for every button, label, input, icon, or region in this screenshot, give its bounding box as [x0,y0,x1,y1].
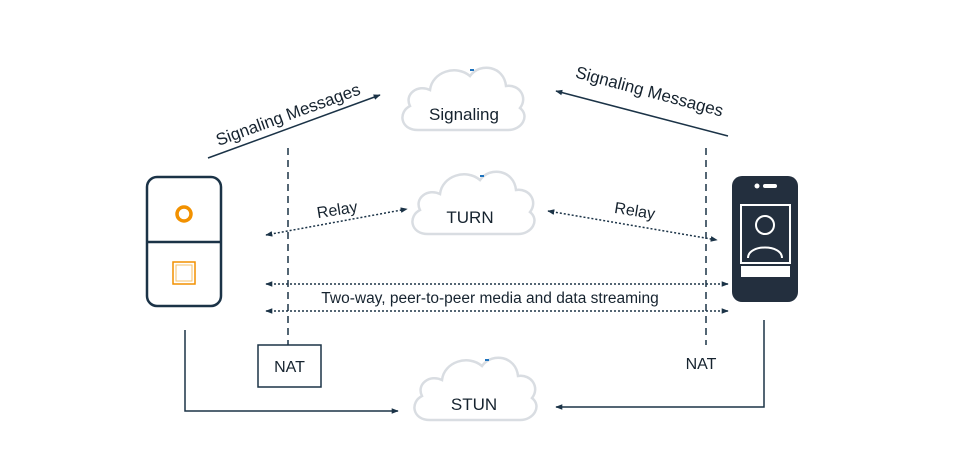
stun-cloud: STUN [413,356,538,422]
signaling-arrow-left [207,94,381,159]
turn-cloud: TURN [411,170,536,236]
camera-lens-icon [175,205,193,223]
p2p-streaming-label: Two-way, peer-to-peer media and data str… [321,290,658,307]
relay-label-right: Relay [613,200,656,223]
signaling-arrow-right [555,89,729,137]
nat-label-left: NAT [274,359,305,376]
signaling-messages-label-right: Signaling Messages [573,63,725,121]
smartphone-icon [732,176,798,302]
turn-label: TURN [446,208,493,227]
signaling-label: Signaling [429,105,499,124]
nat-label-right: NAT [686,356,717,373]
signaling-cloud: Signaling [401,66,526,132]
stun-label: STUN [451,395,497,414]
cloud-accent-mark [470,69,474,71]
relay-label-left: Relay [316,199,359,222]
user-avatar-icon [747,215,783,259]
cloud-accent-mark [480,175,484,177]
stun-connector-right [555,320,765,410]
camera-sensor-icon [172,261,196,285]
camera-device-icon [145,175,223,308]
nat-box-left: NAT [257,344,322,388]
relay-arrow-right [547,209,718,242]
signaling-messages-label-left: Signaling Messages [213,80,362,150]
cloud-accent-mark [485,359,489,361]
stun-connector-left [184,330,399,414]
